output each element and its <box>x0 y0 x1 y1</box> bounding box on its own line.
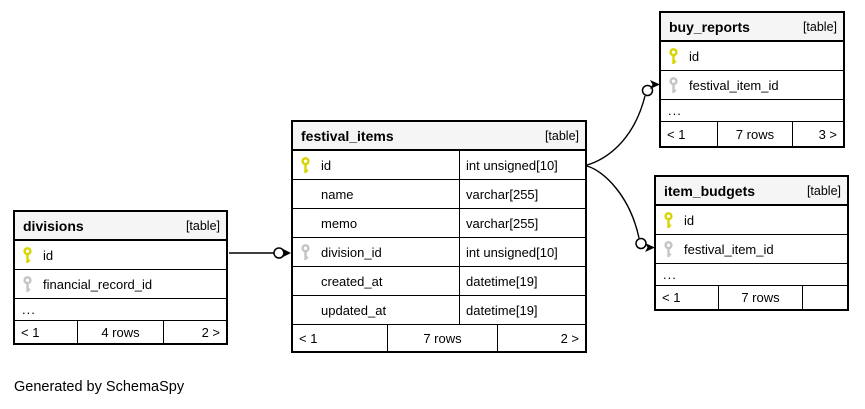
table-name[interactable]: item_budgets <box>664 182 756 199</box>
truncated-columns-indicator: ... <box>656 264 847 286</box>
column-row: division_id int unsigned[10] <box>293 238 585 267</box>
foreign-key-icon <box>300 243 312 261</box>
table-type-label: [table] <box>544 128 579 143</box>
table-header: festival_items [table] <box>293 122 585 151</box>
column-row: updated_at datetime[19] <box>293 296 585 325</box>
column-name: created_at <box>321 273 383 289</box>
footer-row-count: 7 rows <box>717 122 792 146</box>
column-name: name <box>321 186 354 202</box>
table-footer: < 1 4 rows 2 > <box>15 321 226 343</box>
column-type: varchar[255] <box>466 215 539 231</box>
primary-key-icon <box>668 47 680 65</box>
truncated-columns-indicator: ... <box>661 100 843 122</box>
edge-festival-items-to-buy-reports <box>586 95 646 166</box>
column-type: datetime[19] <box>466 302 538 318</box>
table-item-budgets: item_budgets [table] id festival_item_id… <box>654 175 849 311</box>
footer-next-count: 2 > <box>497 325 585 351</box>
arrowhead-icon <box>281 248 291 258</box>
primary-key-icon <box>300 156 312 174</box>
primary-key-icon <box>22 246 34 264</box>
footer-prev-count: < 1 <box>299 330 318 346</box>
column-name: festival_item_id <box>684 241 774 257</box>
column-name: memo <box>321 215 358 231</box>
table-name[interactable]: buy_reports <box>669 18 750 35</box>
footer-row-count: 7 rows <box>387 325 497 351</box>
table-festival-items: festival_items [table] id int unsigned[1… <box>291 120 587 353</box>
column-row: id <box>656 206 847 235</box>
table-footer: < 1 7 rows 3 > <box>661 122 843 146</box>
foreign-key-icon <box>663 240 675 258</box>
column-name: financial_record_id <box>43 276 153 292</box>
column-type: datetime[19] <box>466 273 538 289</box>
table-divisions: divisions [table] id financial_record_id… <box>13 210 228 345</box>
column-row: festival_item_id <box>656 235 847 264</box>
column-type: int unsigned[10] <box>466 157 558 173</box>
column-row: id <box>661 42 843 71</box>
edge-festival-items-to-item-budgets <box>586 165 640 239</box>
column-name: id <box>43 247 54 263</box>
footer-row-count: 4 rows <box>77 321 163 343</box>
footer-prev-count: < 1 <box>21 324 40 340</box>
table-type-label: [table] <box>802 19 837 34</box>
table-name[interactable]: festival_items <box>301 127 394 144</box>
column-name: updated_at <box>321 302 387 318</box>
column-type: varchar[255] <box>466 186 539 202</box>
footer-next-count: 3 > <box>792 122 843 146</box>
footer-next-count: 2 > <box>163 321 226 343</box>
cardinality-circle <box>635 237 647 250</box>
column-row: created_at datetime[19] <box>293 267 585 296</box>
foreign-key-icon <box>22 275 34 293</box>
footer-row-count: 7 rows <box>718 286 802 309</box>
table-footer: < 1 7 rows <box>656 286 847 309</box>
column-row: financial_record_id <box>15 270 226 299</box>
column-row: id int unsigned[10] <box>293 151 585 180</box>
cardinality-circle <box>273 247 285 259</box>
column-name: id <box>321 157 332 173</box>
table-header: buy_reports [table] <box>661 13 843 42</box>
table-type-label: [table] <box>185 218 220 233</box>
table-header: item_budgets [table] <box>656 177 847 206</box>
column-name: id <box>689 48 700 64</box>
column-row: name varchar[255] <box>293 180 585 209</box>
column-name: festival_item_id <box>689 77 779 93</box>
truncated-columns-indicator: ... <box>15 299 226 321</box>
column-row: memo varchar[255] <box>293 209 585 238</box>
table-buy-reports: buy_reports [table] id festival_item_id … <box>659 11 845 148</box>
column-name: division_id <box>321 244 382 260</box>
table-header: divisions [table] <box>15 212 226 241</box>
table-footer: < 1 7 rows 2 > <box>293 325 585 351</box>
cardinality-circle <box>641 84 654 97</box>
column-name: id <box>684 212 695 228</box>
generated-by-credit: Generated by SchemaSpy <box>14 379 185 395</box>
column-row: festival_item_id <box>661 71 843 100</box>
primary-key-icon <box>663 211 675 229</box>
footer-next-count <box>802 286 847 309</box>
table-type-label: [table] <box>806 183 841 198</box>
column-type: int unsigned[10] <box>466 244 558 260</box>
footer-prev-count: < 1 <box>662 290 681 305</box>
foreign-key-icon <box>668 76 680 94</box>
footer-prev-count: < 1 <box>667 126 686 142</box>
column-row: id <box>15 241 226 270</box>
table-name[interactable]: divisions <box>23 217 84 234</box>
